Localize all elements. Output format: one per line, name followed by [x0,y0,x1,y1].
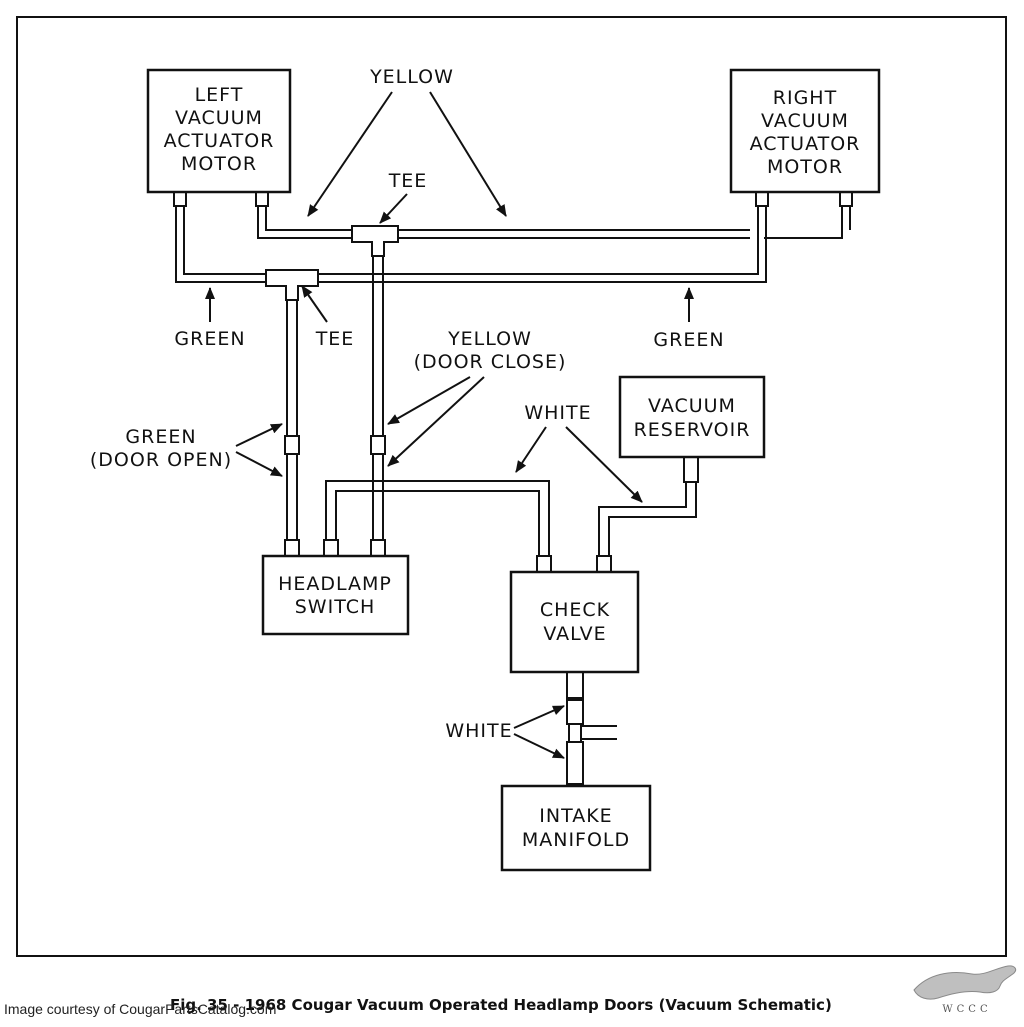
arrow-white-lower-b [513,733,565,759]
right-motor-text-1: RIGHT [773,87,837,109]
arrow-yellow-close-b [387,376,485,467]
right-motor-text-4: MOTOR [767,156,843,178]
left-motor-text-1: LEFT [195,84,244,106]
left-motor-text-3: ACTUATOR [164,130,275,152]
label-yellow-top: YELLOW [369,66,454,88]
figure-caption: Fig. 35 - 1968 Cougar Vacuum Operated He… [170,996,832,1014]
vacuum-hoses [175,194,851,786]
check-valve-text-2: VALVE [543,623,606,645]
diagram-frame [16,16,1007,957]
label-green-right: GREEN [653,329,724,351]
headlamp-switch-box [261,554,410,636]
reservoir-text-1: VACUUM [648,395,736,417]
label-green-open-1: GREEN [125,426,196,448]
label-yellow-close-2: (DOOR CLOSE) [414,351,567,373]
arrow-white-upper-a [515,426,547,473]
white-hose-to-manifold [568,672,617,786]
arrow-green-open-a [235,423,283,447]
right-motor-text-2: VACUUM [761,110,849,132]
check-valve-text-1: CHECK [540,599,610,621]
arrow-tee-mid [301,285,328,323]
arrow-white-lower-a [513,705,565,729]
arrow-green-open-b [235,451,283,477]
component-boxes [146,68,881,872]
arrow-tee-top [379,193,408,224]
reservoir-text-2: RESERVOIR [634,419,751,441]
left-motor-text-4: MOTOR [181,153,257,175]
image-credit: Image courtesy of CougarPartsCatalog.com [4,1001,277,1017]
tee-mid-fitting [265,269,319,301]
intake-manifold-box [500,784,652,872]
left-motor-box [146,68,292,194]
label-tee-top: TEE [388,170,428,192]
switch-text-2: SWITCH [295,596,376,618]
green-hose [175,194,767,283]
right-motor-text-3: ACTUATOR [750,133,861,155]
arrow-yellow-right [429,91,507,217]
label-green-left: GREEN [174,328,245,350]
vacuum-reservoir-box [618,375,766,459]
manifold-text-1: INTAKE [539,805,612,827]
check-valve-box [509,570,640,674]
logo-text: WCCC [942,1004,992,1015]
left-motor-text-2: VACUUM [175,107,263,129]
label-yellow-close-1: YELLOW [447,328,532,350]
cougar-icon [913,965,1017,1000]
label-white-upper: WHITE [524,402,591,424]
arrow-yellow-left [307,91,393,217]
label-tee-mid: TEE [315,328,355,350]
manifold-text-2: MANIFOLD [522,829,630,851]
label-green-open-2: (DOOR OPEN) [90,449,232,471]
arrow-yellow-close-a [387,376,471,425]
green-hose-to-switch [286,298,298,555]
tee-top-fitting [351,225,399,257]
arrow-white-upper-b [565,426,643,503]
wccc-cougar-logo: WCCC [910,960,1022,1022]
tee-fittings [265,225,399,301]
switch-text-1: HEADLAMP [278,573,392,595]
yellow-hose-upper [257,194,851,239]
yellow-hose-to-switch [372,254,384,555]
label-white-lower: WHITE [445,720,512,742]
right-motor-box [729,68,881,194]
white-hose-switch-to-valve [325,480,550,570]
